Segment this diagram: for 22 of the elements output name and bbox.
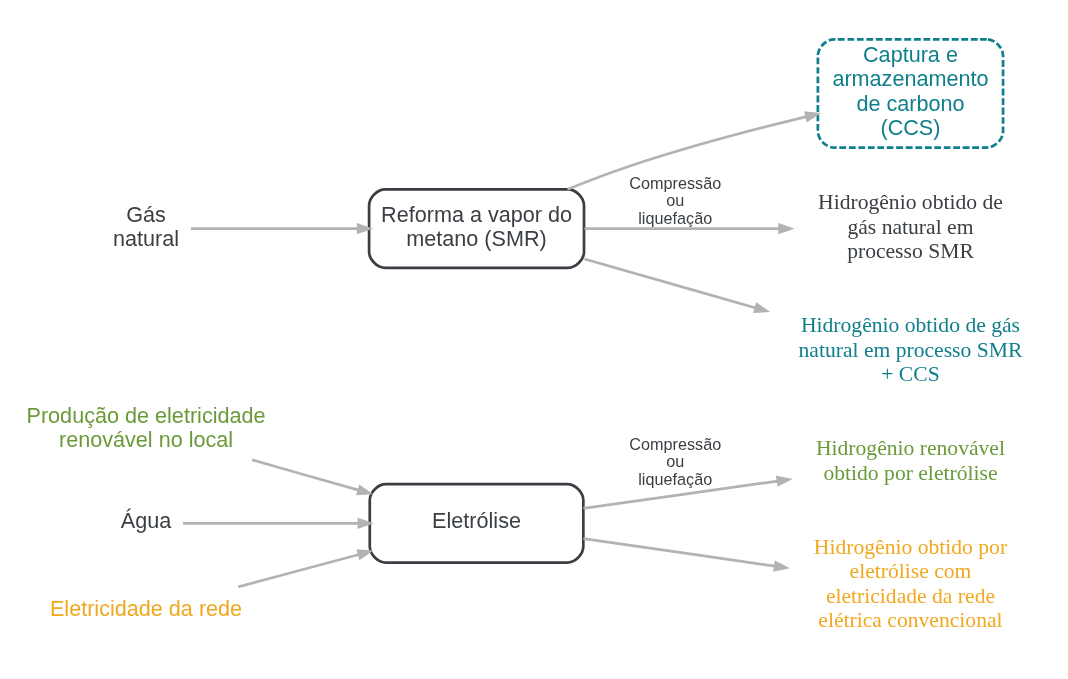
arrow [584,222,795,235]
node-text: Hidrogênio obtido por eletrólise com eletricidade da rede elétrica convencional [813,535,1008,633]
arrow [251,458,374,496]
node-text: Água [120,508,172,534]
arrow [583,475,793,510]
node-text: Eletricidade da rede [49,596,243,622]
node-text: Hidrogênio renovável obtido por eletrólise [815,436,1005,485]
node-box: Eletrólise [368,482,585,564]
arrow [567,111,822,191]
arrow [183,517,374,530]
arrow [190,222,374,235]
edge-label: Compressão ou liquefação [629,434,722,488]
node-text: Gás natural [113,201,180,251]
node-box: Reforma a vapor do metano (SMR) [367,188,586,270]
arrow [583,537,791,572]
node-text: Hidrogênio obtido de gás natural em processo SMR [818,190,1003,264]
node-text: Produção de eletricidade renovável no local [26,403,266,453]
edge-label: Compressão ou liquefação [629,173,722,228]
arrow [237,549,374,589]
node-box: Captura e armazenamento de carbono (CCS) [816,38,1005,149]
arrow [584,257,771,314]
node-text: Hidrogênio obtido de gás natural em processo SMR + CCS [798,313,1023,387]
